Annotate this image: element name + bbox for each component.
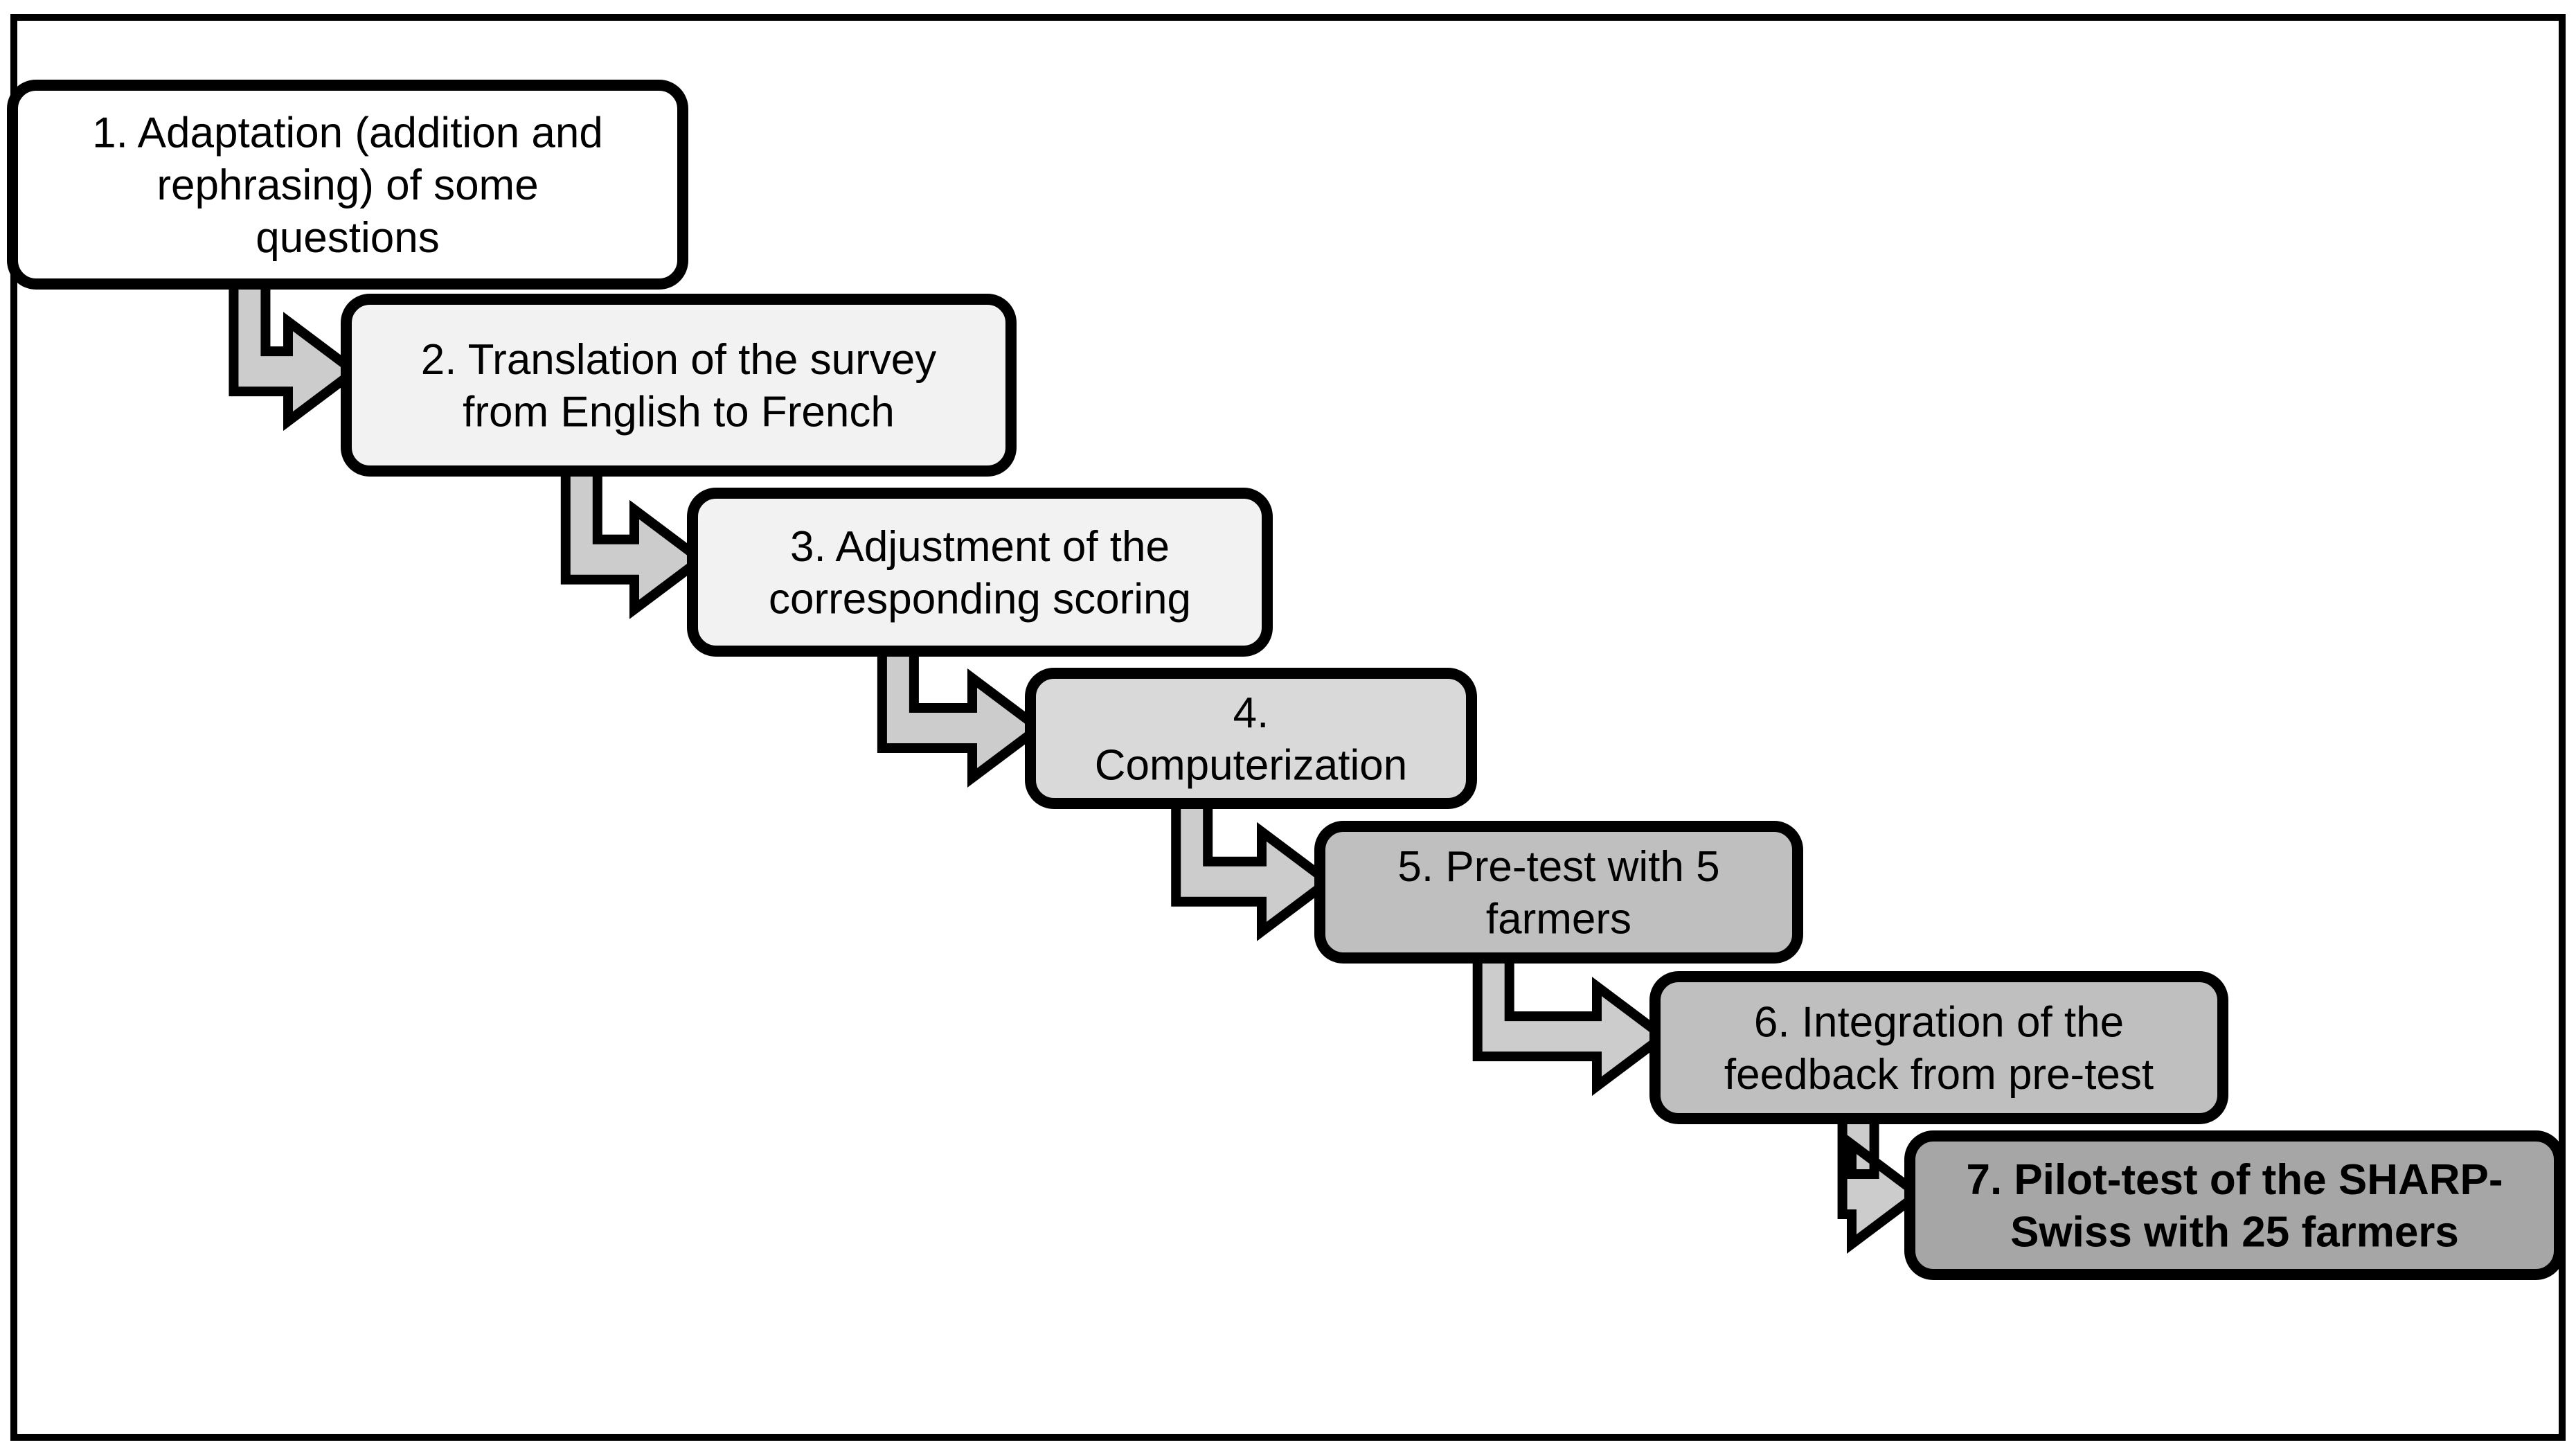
arrow-step4-to-step5-shape	[1171, 799, 1336, 941]
step-6-feedback-integration-label-line-1: 6. Integration of the	[1754, 998, 2124, 1046]
arrow-step2-to-step3	[560, 466, 709, 619]
step-2-translation[interactable]: 2. Translation of the survey from English…	[341, 294, 1017, 477]
step-5-pretest[interactable]: 5. Pre-test with 5 farmers	[1314, 821, 1803, 964]
step-5-pretest-box[interactable]	[1314, 821, 1803, 964]
step-3-scoring-adjustment-label-line-1: 3. Adjustment of the	[790, 523, 1170, 571]
step-3-scoring-adjustment-box[interactable]	[687, 488, 1273, 657]
arrow-step6-to-step7-shape	[1837, 1114, 1926, 1254]
step-4-computerization-label-line-2: Computerization	[1095, 742, 1407, 790]
step-4-computerization-box[interactable]	[1025, 668, 1477, 809]
step-7-pilot-test-label-line-2: Swiss with 25 farmers	[2010, 1209, 2459, 1257]
step-7-pilot-test-label-line-1: 7. Pilot-test of the SHARP-	[1966, 1156, 2503, 1204]
step-5-pretest-label-line-1: 5. Pre-test with 5	[1397, 843, 1719, 891]
figure-outer-frame	[10, 14, 2566, 1441]
step-2-translation-label-line-2: from English to French	[463, 389, 895, 436]
step-6-feedback-integration[interactable]: 6. Integration of the feedback from pre-t…	[1649, 971, 2228, 1124]
arrow-step4-to-step5	[1171, 799, 1336, 941]
step-1-adaptation-label-line-2: rephrasing) of some	[156, 161, 538, 209]
step-1-adaptation-label-line-1: 1. Adaptation (addition and	[92, 109, 603, 157]
arrow-step3-to-step4	[877, 646, 1047, 788]
arrow-step1-to-step2	[229, 279, 363, 432]
arrow-step3-to-step4-shape	[877, 646, 1047, 788]
step-3-scoring-adjustment[interactable]: 3. Adjustment of the corresponding scorin…	[687, 488, 1273, 657]
step-3-scoring-adjustment-label-line-2: corresponding scoring	[769, 576, 1191, 623]
step-2-translation-label-line-1: 2. Translation of the survey	[421, 336, 936, 384]
step-1-adaptation-label-line-3: questions	[256, 214, 439, 262]
arrow-step6-to-step7	[1837, 1114, 1926, 1254]
step-6-feedback-integration-label-line-2: feedback from pre-test	[1724, 1051, 2154, 1099]
step-2-translation-box[interactable]	[341, 294, 1017, 477]
arrow-step5-to-step6	[1472, 953, 1672, 1097]
connectors-layer	[229, 279, 1926, 1254]
step-7-pilot-test[interactable]: 7. Pilot-test of the SHARP- Swiss with 25…	[1904, 1130, 2565, 1280]
arrow-step1-to-step2-shape	[229, 279, 363, 432]
arrow-step2-to-step3-shape	[560, 466, 709, 619]
arrow-step5-to-step6-shape	[1472, 953, 1672, 1097]
step-5-pretest-label-line-2: farmers	[1486, 896, 1631, 943]
step-6-feedback-integration-box[interactable]	[1649, 971, 2228, 1124]
step-1-adaptation-box[interactable]	[7, 80, 688, 290]
step-7-pilot-test-box[interactable]	[1904, 1130, 2565, 1280]
step-4-computerization[interactable]: 4. Computerization	[1025, 668, 1477, 809]
step-4-computerization-label-line-1: 4.	[1233, 689, 1269, 737]
